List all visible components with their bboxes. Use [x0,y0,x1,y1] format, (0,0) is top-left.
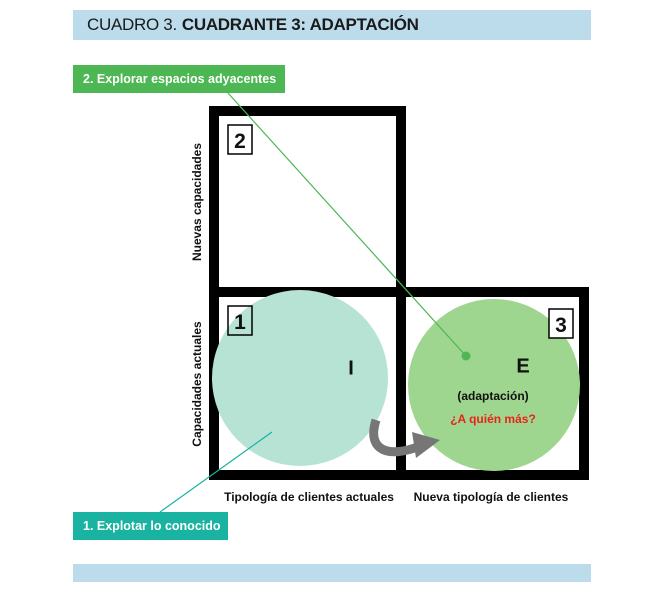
explore-adjacent-callout: 2. Explorar espacios adyacentes [73,65,285,93]
leader-dot-explore [461,351,471,361]
figure-number: CUADRO 3. [87,15,177,34]
exploit-known-callout: 1. Explotar lo conocido [73,512,228,540]
figure-title: CUADRANTE 3: ADAPTACIÓN [181,15,419,34]
adapt-circle-letter: E [516,355,530,378]
adapt-circle-question: ¿A quién más? [450,412,536,426]
adapt-circle [408,299,580,471]
quadrant-1-number-box [227,305,253,336]
exploit-circle-letter: I [348,357,354,380]
figure-title-bar: CUADRO 3. CUADRANTE 3: ADAPTACIÓN [73,10,591,40]
leader-line-exploit [159,431,273,513]
leader-line-explore [227,92,467,357]
quadrant-1-number: 1 [234,311,246,334]
y-axis-label-lower: Capacidades actuales [190,321,204,447]
quadrant-2-number: 2 [234,130,246,153]
quadrant-2-number-box [227,124,253,155]
adapt-circle-subtitle: (adaptación) [457,389,529,403]
x-axis-label-right: Nueva tipología de clientes [413,490,569,504]
curved-arrow-icon [369,418,422,457]
exploit-circle [212,290,388,466]
footer-bar [73,564,591,582]
y-axis-label-upper: Nuevas capacidades [190,142,204,262]
arrow-head-icon [412,432,440,458]
x-axis-label-left: Tipología de clientes actuales [224,490,394,504]
quadrant-3-frame [396,287,589,480]
quadrant-3-number-box [548,308,574,339]
quadrant-3-number: 3 [555,314,567,337]
